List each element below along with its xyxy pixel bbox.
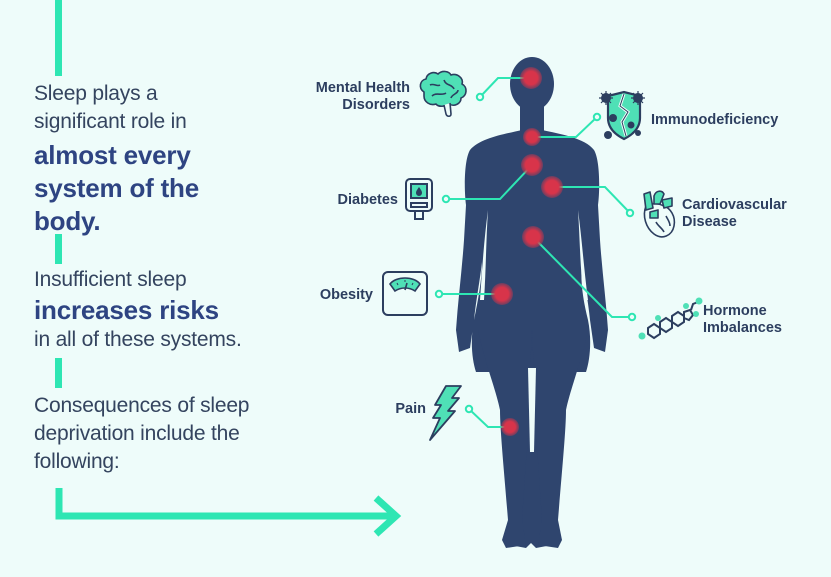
label-line: Cardiovascular [682,197,787,213]
hotspot-chest [521,154,543,176]
label-line: Disease [682,214,737,230]
label-immunodeficiency: Immunodeficiency [651,112,778,129]
intro-line: Insufficient sleep [34,268,187,291]
connector-endpoints [434,92,637,414]
weight-scale-icon [382,271,428,316]
intro-line: Sleep plays a [34,82,158,105]
label-line: Immunodeficiency [651,112,779,128]
intro-line: Consequences of sleep [34,394,250,417]
label-cardiovascular: Cardiovascular Disease [682,197,787,231]
label-obesity: Obesity [290,287,373,304]
hotspot-heart [541,176,563,198]
hotspot-knee [501,418,519,436]
hotspot-hip [491,283,513,305]
hotspots [491,67,563,436]
bent-arrow-icon [55,488,402,537]
intro-line: following: [34,450,120,473]
label-line: Disorders [342,97,410,113]
intro-block-1: Sleep plays a significant role in almost… [34,80,294,238]
label-hormone: Hormone Imbalances [703,303,782,337]
right-arm-gap [578,210,588,300]
left-arm-gap [480,210,488,300]
accent-bar-middle [55,234,62,264]
label-line: Diabetes [337,192,398,208]
label-diabetes: Diabetes [310,192,398,209]
glucose-meter-icon [405,178,433,220]
leg-gap [528,368,536,452]
heart-icon [643,190,676,238]
intro-emphasis: increases risks [34,295,219,325]
intro-block-3: Consequences of sleep deprivation includ… [34,392,304,476]
intro-line: in all of these systems. [34,328,242,351]
intro-emphasis: body. [34,206,101,236]
intro-line: significant role in [34,110,187,133]
hotspot-throat [523,128,541,146]
intro-block-2: Insufficient sleep increases risks in al… [34,266,304,354]
label-line: Imbalances [703,320,782,336]
legs [478,330,588,548]
broken-shield-virus-icon [599,90,645,141]
accent-bar-lower [55,358,62,388]
label-line: Mental Health [315,80,410,96]
hotspot-abdomen [522,226,544,248]
intro-line: deprivation include the [34,422,240,445]
label-line: Hormone [703,303,767,319]
label-line: Obesity [319,287,373,303]
hotspot-head [520,67,542,89]
label-mental-health: Mental Health Disorders [296,80,410,114]
intro-emphasis: system of the [34,173,200,203]
steroid-molecule-icon [638,297,703,340]
label-line: Pain [395,401,426,417]
brain-icon [419,70,467,118]
label-pain: Pain [370,401,426,418]
lightning-bolt-icon [429,385,462,441]
intro-emphasis: almost every [34,140,191,170]
accent-bar-top [55,0,62,76]
